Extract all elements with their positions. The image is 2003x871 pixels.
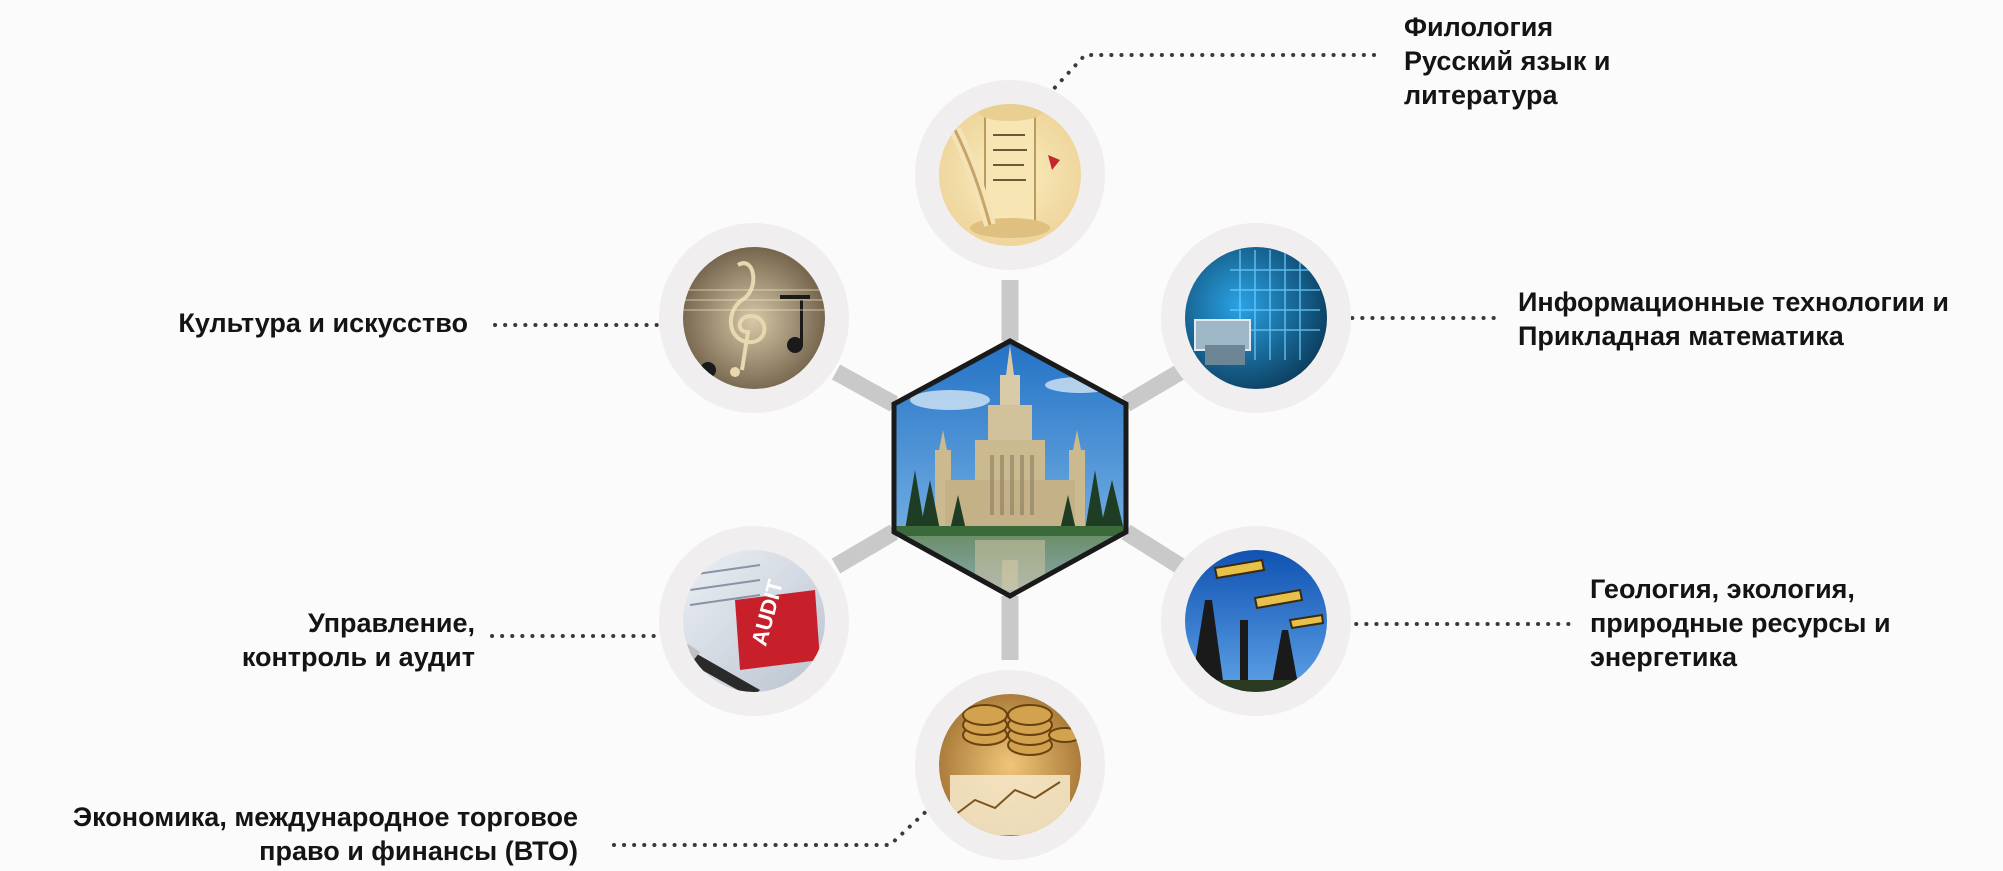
label-economics-line-2: право и финансы (ВТО) [259, 836, 578, 866]
oil-pump-icon [1185, 550, 1327, 692]
connectors [831, 280, 1185, 660]
label-it-line-2: Прикладная математика [1518, 321, 1844, 351]
connector-geology [1121, 524, 1185, 574]
leader-lines [490, 53, 1572, 847]
leader-economics [603, 804, 934, 847]
connector-audit [831, 524, 899, 574]
audit-documents-icon: AUDIT [683, 550, 825, 692]
connector-culture [831, 364, 899, 412]
label-philology-line-3: литература [1404, 80, 1558, 110]
university-building-icon [891, 338, 1129, 599]
connector-it [1121, 364, 1185, 412]
label-economics-line-1: Экономика, международное торговое [72, 802, 578, 832]
label-geology-line-3: энергетика [1590, 642, 1737, 672]
scroll-quill-icon [939, 104, 1081, 246]
label-economics: Экономика, международное торговое право … [73, 800, 578, 868]
leader-philology [1046, 53, 1382, 97]
label-it: Информационные технологии и Прикладная м… [1518, 285, 1949, 353]
label-audit-line-2: контроль и аудит [241, 642, 475, 672]
label-geology: Геология, экология, природные ресурсы и … [1590, 572, 1891, 674]
label-culture: Культура и искусство [178, 306, 468, 340]
label-audit: Управление, контроль и аудит [242, 606, 475, 674]
label-audit-line-1: Управление, [307, 608, 475, 638]
label-it-line-1: Информационные технологии и [1518, 287, 1949, 317]
label-philology-line-2: Русский язык и [1404, 46, 1611, 76]
label-philology-line-1: Филология [1404, 12, 1554, 42]
treble-clef-icon [683, 247, 825, 389]
label-geology-line-1: Геология, экология, [1590, 574, 1855, 604]
label-geology-line-2: природные ресурсы и [1590, 608, 1891, 638]
label-culture-line-1: Культура и искусство [178, 308, 468, 338]
label-philology: Филология Русский язык и литература [1404, 10, 1610, 112]
circuit-board-icon [1185, 247, 1327, 389]
